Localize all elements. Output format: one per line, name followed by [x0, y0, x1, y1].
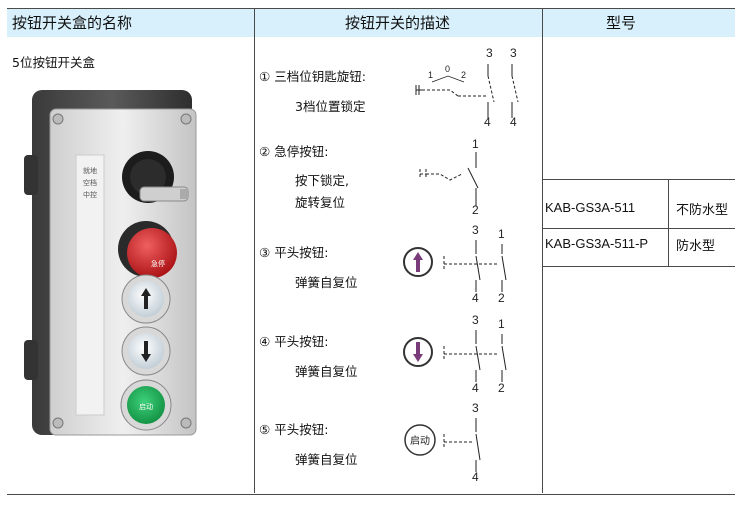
arrow-down-icon: [413, 342, 423, 362]
terminal-label: 2: [472, 203, 479, 217]
svg-text:就地: 就地: [83, 166, 97, 175]
item-1-desc: 3档位置锁定: [295, 99, 366, 114]
terminal-label: 1: [472, 137, 479, 151]
item-5-desc: 弹簧自复位: [295, 452, 358, 467]
terminal-label: 3: [486, 46, 493, 60]
table-frame: [7, 8, 735, 495]
svg-text:急停: 急停: [151, 259, 165, 268]
item-3-desc: 弹簧自复位: [295, 275, 358, 290]
model-code-1: KAB-GS3A-511: [545, 200, 636, 215]
box-title: 5位按钮开关盒: [12, 55, 95, 70]
item-3-name: ③ 平头按钮:: [259, 245, 329, 260]
item-2-name: ② 急停按钮:: [259, 144, 329, 159]
circuit-diagrams: 3 3 1 0 2 4 4 1 2 3 1 4 2 3 1 4 2 启动 3 4: [403, 46, 519, 484]
item-4-name: ④ 平头按钮:: [259, 334, 329, 349]
terminal-label: 4: [472, 291, 479, 305]
model-type-2: 防水型: [676, 239, 716, 254]
terminal-label: 0: [445, 64, 450, 74]
column-divider: [254, 9, 255, 493]
model-type-1: 不防水型: [676, 203, 729, 218]
terminal-label: 3: [510, 46, 517, 60]
terminal-label: 4: [472, 381, 479, 395]
terminal-label: 4: [472, 470, 479, 484]
model-divider: [668, 179, 669, 266]
terminal-label: 4: [484, 115, 491, 129]
svg-text:启动: 启动: [139, 402, 153, 411]
header-name: 按钮开关盒的名称: [12, 14, 133, 32]
terminal-label: 1: [498, 317, 505, 331]
terminal-label: 2: [461, 70, 466, 80]
terminal-label: 2: [498, 291, 505, 305]
model-code-2: KAB-GS3A-511-P: [545, 236, 649, 251]
terminal-label: 3: [472, 313, 479, 327]
model-row-border: [542, 179, 735, 180]
terminal-label: 1: [428, 70, 433, 80]
arrow-up-icon: [413, 252, 423, 272]
svg-text:空档: 空档: [83, 178, 97, 187]
header-model: 型号: [606, 14, 637, 32]
header-description: 按钮开关的描述: [345, 14, 451, 32]
item-2-desc-1: 按下锁定,: [295, 173, 349, 188]
terminal-label: 4: [510, 115, 517, 129]
table-header: [7, 9, 735, 37]
model-row-border: [542, 266, 735, 267]
column-divider: [542, 9, 543, 493]
terminal-label: 3: [472, 223, 479, 237]
terminal-label: 2: [498, 381, 505, 395]
button-box-image: 就地 空档 中控 急停 启动: [24, 90, 197, 436]
terminal-label: 1: [498, 227, 505, 241]
terminal-label: 3: [472, 401, 479, 415]
item-1-name: ① 三档位钥匙旋钮:: [259, 69, 366, 84]
model-row-border: [542, 228, 735, 229]
svg-text:中控: 中控: [83, 190, 97, 199]
item-2-desc-2: 旋转复位: [295, 195, 346, 210]
item-4-desc: 弹簧自复位: [295, 364, 358, 379]
item-5-name: ⑤ 平头按钮:: [259, 422, 329, 437]
start-icon-label: 启动: [410, 434, 430, 447]
